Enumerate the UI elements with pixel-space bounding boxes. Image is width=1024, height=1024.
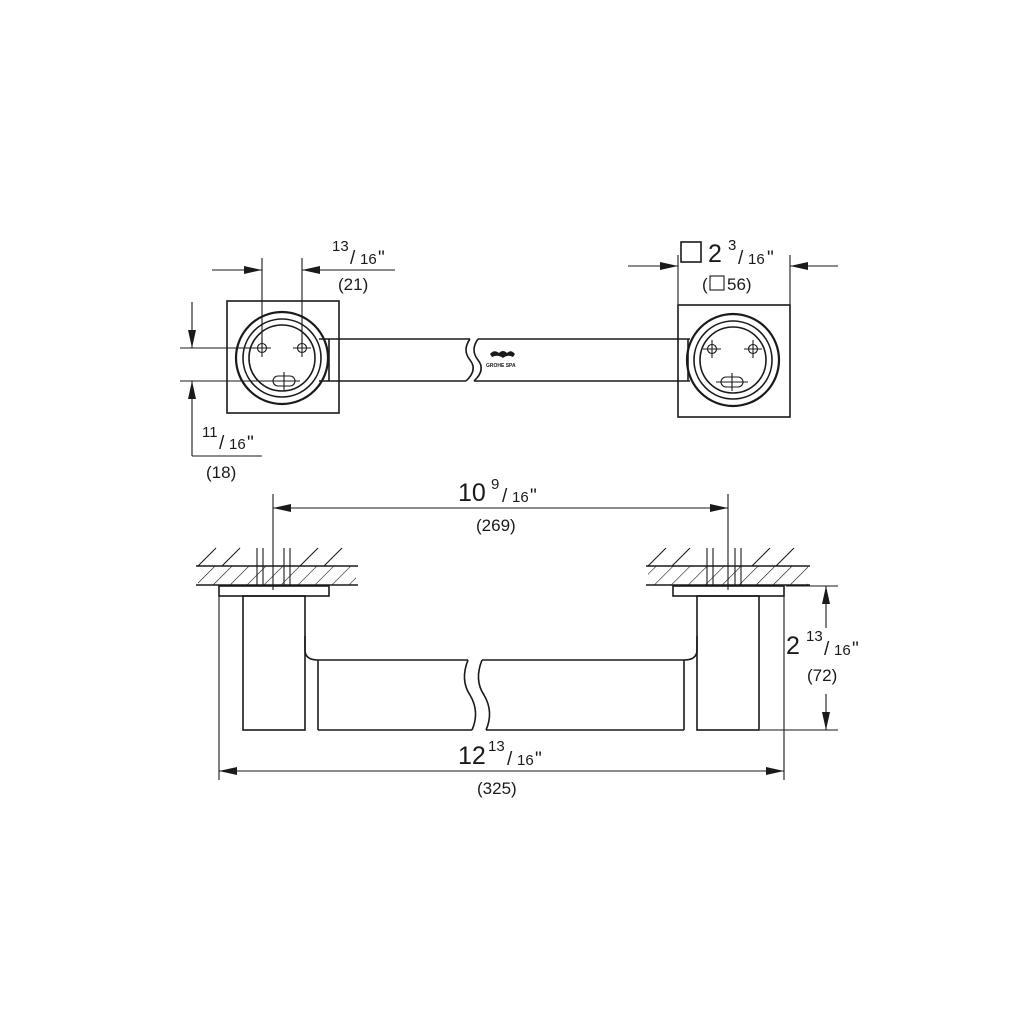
right-screw-holes [703,340,762,391]
hole-offset-dimension: 11 / 16 " (18) [180,302,270,482]
overall-length-denominator: 16 [517,752,534,769]
overall-length-numerator: 13 [488,738,505,755]
overall-length-metric: (325) [477,779,517,798]
overall-length-unit: " [535,749,542,770]
side-view: 10 9 / 16 " (269) 2 13 / 16 " (72) [196,476,859,798]
projection-denominator: 16 [834,642,851,659]
hole-offset-numerator: 11 [202,424,218,441]
flange-size-metric-prefix: ( [702,275,708,294]
center-distance-whole: 10 [458,479,486,507]
grohe-logo: GROHE SPA [486,351,516,369]
projection-whole: 2 [786,632,800,660]
flange-size-dimension: 2 3 / 16 " ( 56) [628,237,838,305]
hole-offset-metric: (18) [206,463,236,482]
bar-top [319,338,690,382]
right-flange-top [677,304,791,418]
svg-text:/: / [738,248,744,269]
flange-size-unit: " [767,248,774,269]
right-flange-side [672,585,785,731]
top-view: GROHE SPA [180,237,838,482]
hole-spacing-metric: (21) [338,275,368,294]
center-distance-unit: " [530,486,537,507]
center-distance-metric: (269) [476,516,516,535]
projection-dimension: 2 13 / 16 " (72) [760,585,859,731]
svg-text:/: / [219,433,225,454]
hole-offset-unit: " [247,433,254,454]
center-distance-dimension: 10 9 / 16 " (269) [272,476,729,590]
flange-size-whole: 2 [708,240,722,268]
svg-text:/: / [502,486,508,507]
hole-spacing-denominator: 16 [360,251,377,268]
svg-text:/: / [824,639,830,660]
center-distance-denominator: 16 [512,489,529,506]
projection-unit: " [852,639,859,660]
hole-offset-denominator: 16 [229,436,246,453]
hole-spacing-dimension: 13 / 16 " (21) [212,238,395,348]
overall-length-dimension: 12 13 / 16 " (325) [218,596,785,798]
projection-numerator: 13 [806,628,823,645]
hole-spacing-unit: " [378,248,385,269]
center-distance-numerator: 9 [491,476,499,493]
logo-text: GROHE SPA [486,363,516,369]
bar-side [304,636,698,731]
flange-size-metric-value: 56) [727,275,752,294]
hole-spacing-numerator: 13 [332,238,349,255]
projection-metric: (72) [807,666,837,685]
svg-text:/: / [507,749,513,770]
overall-length-whole: 12 [458,742,486,770]
left-wall [196,547,358,586]
flange-size-denominator: 16 [748,251,765,268]
left-flange-side [218,585,330,731]
flange-size-numerator: 3 [728,237,736,254]
svg-text:/: / [350,248,356,269]
left-flange-top [226,300,340,414]
